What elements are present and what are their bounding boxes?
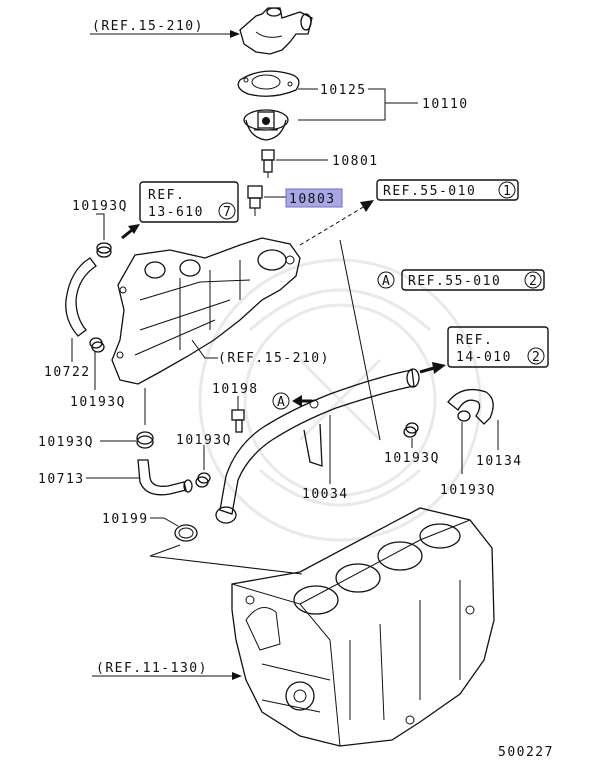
sensor-10801 [261, 149, 275, 178]
part-10801-label: 10801 [332, 154, 379, 169]
ref-15-210-top-label: (REF.15-210) [92, 19, 204, 34]
water-pipe-10034 [215, 368, 420, 524]
ref-11-130-label: (REF.11-130) [96, 661, 208, 676]
ref-13-610-line2: 13-610 [148, 205, 204, 220]
ref-11-130-pointer [92, 672, 242, 680]
ref-15-210-mid-label: (REF.15-210) [218, 351, 330, 366]
part-10193q-f-label: 10193Q [440, 483, 496, 498]
clamp-10193q-d [195, 472, 211, 488]
hose-10134 [447, 388, 494, 425]
engine-block [231, 507, 495, 747]
ref-55-010-2-circle-num: 2 [529, 274, 538, 289]
water-manifold [111, 237, 301, 385]
marker-a-arrow [292, 395, 312, 407]
part-10199-label: 10199 [102, 512, 149, 527]
part-10193q-e-label: 10193Q [384, 451, 440, 466]
marker-a-mid-circle [272, 392, 290, 410]
o-ring-10199 [174, 524, 198, 542]
watermark-emblem [198, 258, 482, 542]
part-10198-label: 10198 [212, 382, 259, 397]
part-10110-label: 10110 [422, 97, 469, 112]
marker-a-ref-circle [377, 271, 395, 289]
thermostat [243, 109, 289, 141]
ref-55-010-1-arrow [299, 200, 374, 246]
part-10713-label: 10713 [38, 472, 85, 487]
hose-10713 [137, 459, 193, 496]
ref-55-010-1-circle-num: 1 [503, 184, 512, 199]
ref-15-210-mid-pointer [191, 339, 218, 359]
guide-line [339, 239, 381, 441]
marker-a-mid-label: A [277, 395, 286, 410]
part-10193q-d-label: 10193Q [176, 433, 232, 448]
part-10803-label[interactable]: 10803 [289, 192, 336, 207]
ref-55-010-2-box [401, 269, 545, 291]
ref-14-010-line2: 14-010 [456, 350, 512, 365]
ref-55-010-1-label: REF.55-010 [383, 184, 476, 199]
part-10134-label: 10134 [476, 454, 523, 469]
hose-10722 [65, 257, 97, 337]
diagram-id: 500227 [498, 745, 554, 760]
ref-13-610-circle [218, 202, 236, 220]
clamp-10193q-b [89, 337, 105, 353]
ref-55-010-1-box [376, 179, 519, 201]
part-10722-label: 10722 [44, 365, 91, 380]
clamp-10193q-a [96, 242, 112, 258]
o-ring-guide [149, 544, 303, 575]
sensor-10803 [247, 185, 263, 216]
part-10125-label: 10125 [320, 83, 367, 98]
ref-14-010-arrow [419, 362, 446, 374]
part-10193q-a-label: 10193Q [72, 199, 128, 214]
part-10193q-c-label: 10193Q [38, 435, 94, 450]
marker-a-ref-label: A [382, 274, 391, 289]
ref-14-010-line1: REF. [456, 333, 493, 348]
ref-14-010-box [447, 326, 549, 368]
ref-55-010-2-label: REF.55-010 [408, 274, 501, 289]
part-10193q-b-label: 10193Q [70, 395, 126, 410]
clamp-10193q-c [136, 431, 154, 449]
ref-15-210-top-pointer [90, 30, 240, 38]
water-outlet-fitting [239, 7, 313, 55]
ref-13-610-circle-num: 7 [223, 205, 232, 220]
ref-14-010-circle-num: 2 [532, 350, 541, 365]
ref-13-610-box [139, 181, 239, 223]
ref-13-610-arrow [121, 224, 140, 240]
part-10034-label: 10034 [302, 487, 349, 502]
clamp-10193q-e [403, 422, 419, 438]
gasket-10125 [237, 70, 300, 97]
ref-13-610-line1: REF. [148, 188, 185, 203]
bolt-10198 [231, 409, 245, 433]
part-10803-highlight [285, 188, 343, 208]
